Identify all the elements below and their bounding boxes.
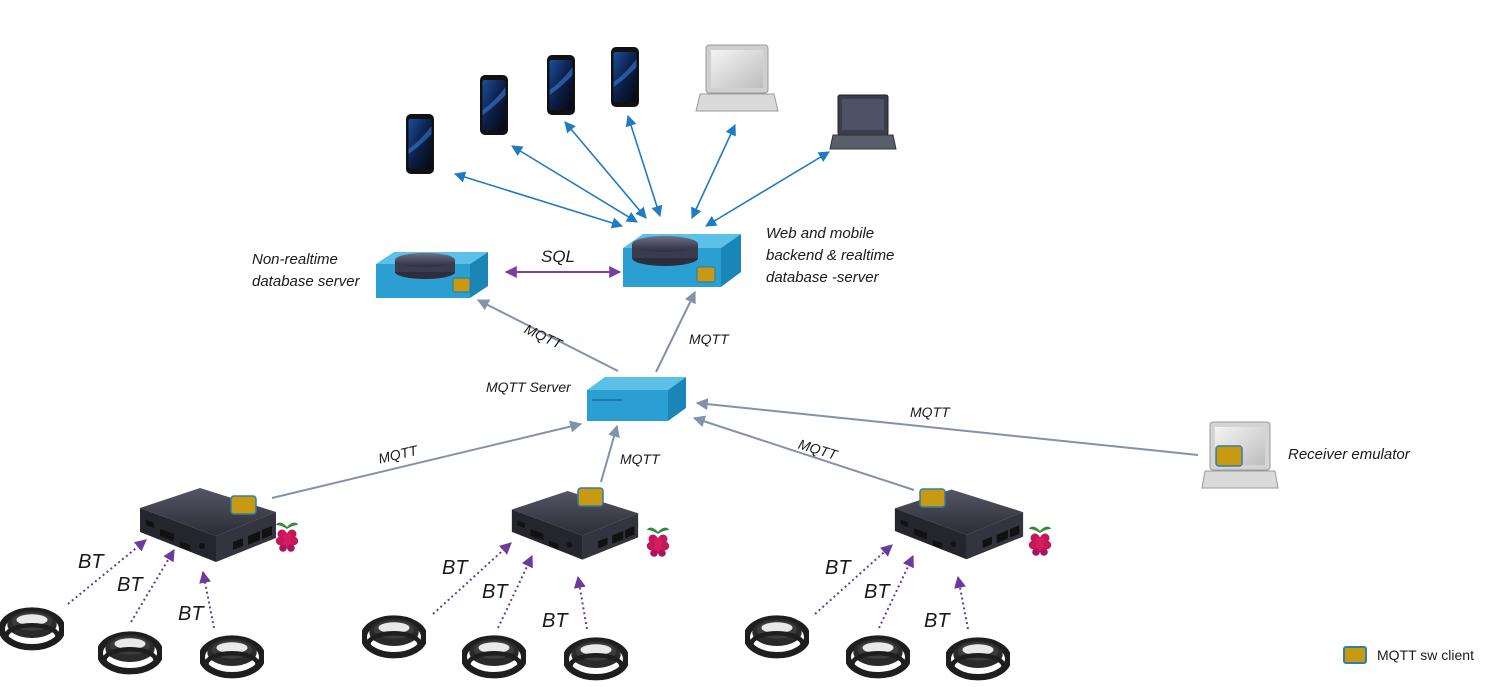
legend: MQTT sw client <box>1343 646 1474 664</box>
mqtt-arrows <box>271 290 1199 499</box>
mqtt-client-badge <box>230 495 257 515</box>
label-non-realtime-db: Non-realtime database server <box>252 251 360 290</box>
arrow-pi2-to-mqtt <box>600 424 620 483</box>
raspberry-pi-box-icon <box>894 488 1024 560</box>
raspberry-logo-icon <box>1028 526 1052 556</box>
arrow-mqtt-to-db <box>476 299 619 372</box>
mqtt-client-badge <box>919 488 946 508</box>
arrow-emulator-to-mqtt <box>695 398 1199 456</box>
wristband-icon <box>2 611 62 648</box>
arrow-pi3-to-mqtt <box>692 415 915 491</box>
label-mqtt: MQTT <box>620 451 660 467</box>
mqtt-client-badge <box>452 277 471 293</box>
label-bt: BT <box>924 610 950 632</box>
label-bt: BT <box>178 603 204 625</box>
wristband-icon <box>848 639 908 676</box>
label-bt: BT <box>864 581 890 603</box>
wristband-icon <box>566 641 626 678</box>
label-sql: SQL <box>541 247 576 266</box>
database-server-icon <box>376 252 488 298</box>
smartphone-icon <box>611 47 639 107</box>
smartphone-icon <box>406 114 434 174</box>
mqtt-server-icon <box>587 377 686 421</box>
database-server-icon <box>623 234 741 287</box>
wristband-icon <box>747 619 807 656</box>
wristband-icon <box>364 619 424 656</box>
wristband-icon <box>464 639 524 676</box>
raspberry-pi-box-icon <box>140 488 276 562</box>
raspberry-pi-box-icon <box>511 487 639 560</box>
raspberry-logo-icon <box>646 527 670 557</box>
raspberry-logo-icon <box>275 522 299 552</box>
smartphone-icon <box>480 75 508 135</box>
label-bt: BT <box>482 581 508 603</box>
arrow-laptop-1 <box>691 123 736 220</box>
mqtt-client-badge <box>696 266 716 283</box>
bt-arrows <box>67 539 969 630</box>
laptop-icon <box>695 44 779 112</box>
label-bt: BT <box>542 610 568 632</box>
mqtt-client-badge <box>577 487 604 507</box>
label-receiver-emulator: Receiver emulator <box>1288 446 1410 463</box>
label-bt: BT <box>117 574 143 596</box>
label-bt: BT <box>78 551 104 573</box>
wristband-icon <box>202 639 262 676</box>
mqtt-client-badge <box>1215 445 1243 467</box>
wristband-icon <box>100 635 160 672</box>
arrow-phone-1 <box>453 171 624 229</box>
laptop-icon <box>829 94 897 150</box>
label-bt: BT <box>825 557 851 579</box>
label-mqtt: MQTT <box>910 404 950 420</box>
label-bt: BT <box>442 557 468 579</box>
arrow-laptop-2 <box>705 151 830 227</box>
legend-label: MQTT sw client <box>1377 647 1474 663</box>
label-mqtt-server: MQTT Server <box>486 379 571 395</box>
label-mqtt: MQTT <box>689 331 729 347</box>
arrow-pi1-to-mqtt <box>271 420 583 499</box>
client-arrows <box>453 114 830 229</box>
mqtt-client-swatch <box>1343 646 1367 664</box>
arrow-phone-4 <box>625 114 663 218</box>
label-web-backend: Web and mobile backend & realtime databa… <box>766 225 895 286</box>
wristband-icon <box>948 641 1008 678</box>
laptop-icon <box>1201 421 1279 489</box>
arrow-mqtt-to-backend <box>655 290 696 373</box>
smartphone-icon <box>547 55 575 115</box>
